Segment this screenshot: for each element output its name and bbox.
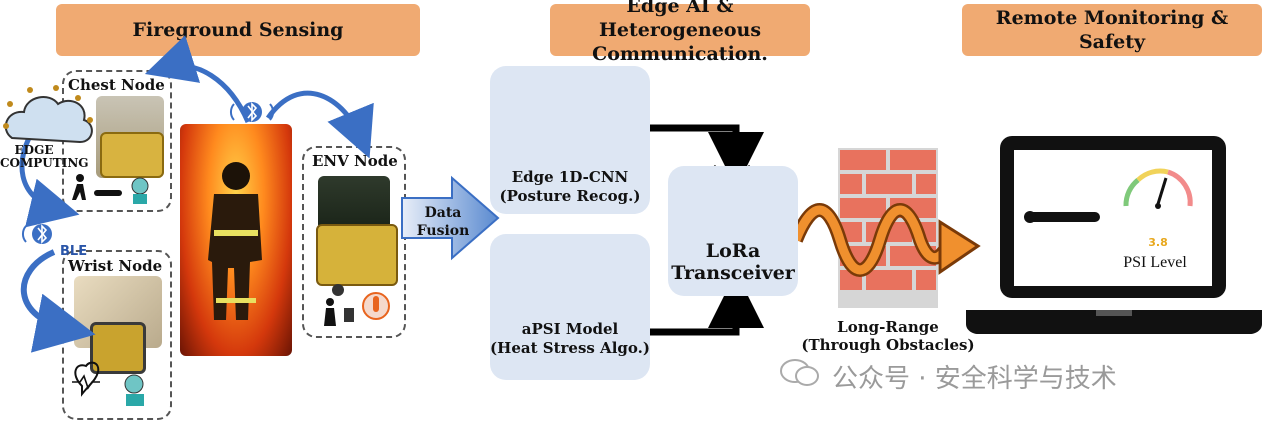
apsi-model-panel <box>490 234 650 380</box>
watermark-text: 公众号 · 安全科学与技术 <box>832 358 1117 395</box>
heat-stress-person-icon <box>132 178 148 204</box>
laptop-icon <box>966 136 1262 334</box>
apsi-model-line2: (Heat Stress Algo.) <box>490 339 650 358</box>
smoke-person-icon <box>324 284 344 326</box>
hazard-canister-icon <box>344 308 354 322</box>
lora-transceiver-label: LoRa Transceiver <box>668 240 798 284</box>
data-fusion-line1: Data <box>412 204 474 222</box>
data-fusion-line2: Fusion <box>412 222 474 240</box>
link-arrow-env <box>268 93 362 140</box>
apsi-model-label: aPSI Model (Heat Stress Algo.) <box>490 320 650 358</box>
long-range-line1: Long-Range <box>800 318 976 336</box>
data-fusion-label: Data Fusion <box>412 204 474 240</box>
psi-value: 3.8 <box>1138 236 1178 249</box>
edge-computing-line2: COMPUTING <box>0 157 68 170</box>
lora-line2: Transceiver <box>668 262 798 284</box>
apsi-model-line1: aPSI Model <box>490 320 650 339</box>
psi-level-label: PSI Level <box>1100 254 1210 272</box>
fire-thermometer-icon <box>363 293 389 319</box>
wechat-icon <box>780 358 820 388</box>
walking-person-icon <box>72 174 86 200</box>
edge-cnn-line1: Edge 1D-CNN <box>490 168 650 187</box>
bluetooth-ble-icon <box>23 224 52 244</box>
long-range-line2: (Through Obstacles) <box>800 336 976 354</box>
lying-person-icon <box>94 190 122 196</box>
lying-person-screen-icon <box>1024 211 1100 223</box>
lora-line1: LoRa <box>668 240 798 262</box>
cnn-to-lora-arrow <box>648 128 736 160</box>
link-arrow-wrist <box>24 252 72 330</box>
edge-cnn-line2: (Posture Recog.) <box>490 187 650 206</box>
apsi-to-lora-arrow <box>648 300 736 332</box>
edge-computing-cloud-icon <box>3 85 93 142</box>
firefighter-silhouette-icon <box>208 162 262 320</box>
ble-label: BLE <box>60 244 87 259</box>
edge-cnn-label: Edge 1D-CNN (Posture Recog.) <box>490 168 650 206</box>
heart-rate-icon <box>72 363 100 394</box>
edge-computing-label: EDGE COMPUTING <box>0 144 68 170</box>
long-range-label: Long-Range (Through Obstacles) <box>800 318 976 354</box>
temperature-person-icon <box>125 375 144 406</box>
link-arrow-chest <box>164 66 248 122</box>
